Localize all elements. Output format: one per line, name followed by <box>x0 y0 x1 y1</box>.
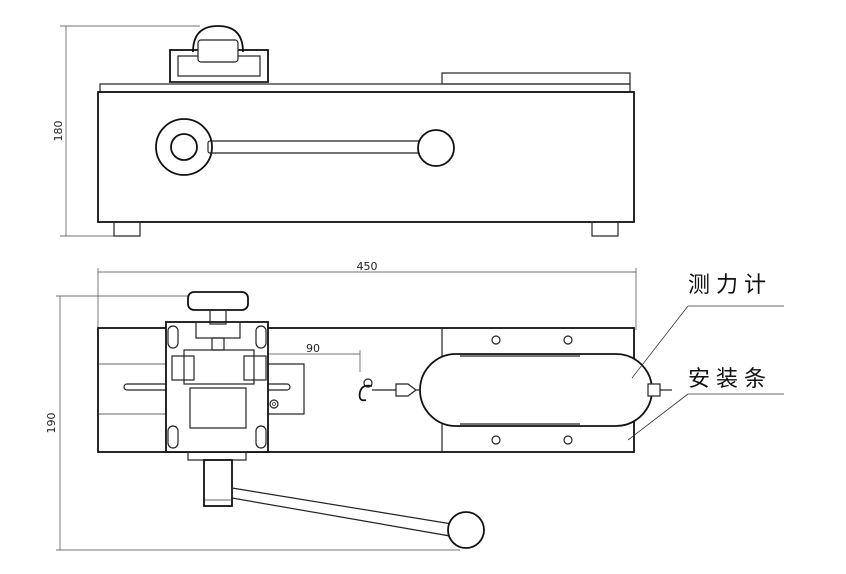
leaders <box>627 305 784 441</box>
carriage <box>165 321 279 453</box>
top-plate <box>99 83 631 93</box>
dimension-180-label: 180 <box>52 121 65 142</box>
top-knob <box>169 25 269 83</box>
hook <box>358 378 424 402</box>
gauge-top <box>441 72 631 85</box>
dimension-90: 90 <box>260 342 361 372</box>
label-force-gauge: 测力计 <box>688 273 772 298</box>
top-view: 450 190 90 <box>45 260 784 551</box>
front-foot-left <box>113 221 141 237</box>
front-foot-right <box>591 221 619 237</box>
label-mounting-bar: 安装条 <box>688 367 772 392</box>
top-knob-plan <box>187 291 249 351</box>
dimension-190-label: 190 <box>45 413 58 434</box>
force-gauge <box>419 353 672 427</box>
front-body <box>97 91 635 223</box>
dimension-450: 450 <box>97 260 637 330</box>
bottom-handle <box>187 451 485 549</box>
dimension-90-label: 90 <box>306 342 320 355</box>
dimension-180: 180 <box>52 25 200 237</box>
dimension-190: 190 <box>45 295 460 551</box>
front-handle <box>155 118 455 176</box>
dimension-450-label: 450 <box>357 260 378 273</box>
front-view: 180 <box>52 25 635 237</box>
